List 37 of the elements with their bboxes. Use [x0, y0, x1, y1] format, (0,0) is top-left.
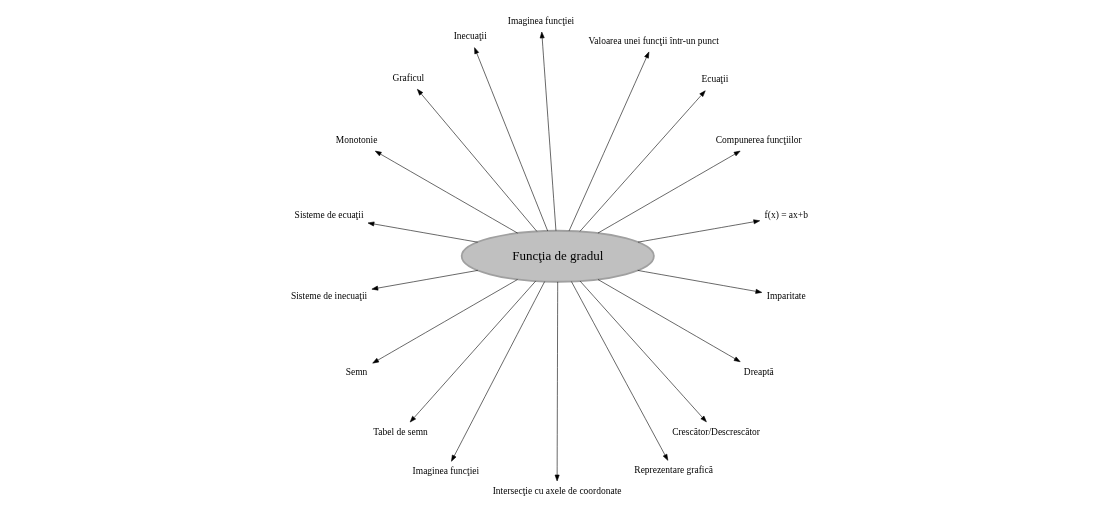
arrow — [417, 89, 538, 232]
arrow — [539, 31, 557, 231]
node-text: Imparitate — [766, 290, 806, 301]
node-ellipse: Funcţia de gradul — [460, 229, 655, 283]
arrow — [597, 150, 741, 234]
arrow — [597, 279, 741, 362]
arrow — [579, 90, 706, 232]
node-text: Sisteme de ecuaţii — [294, 210, 364, 221]
arrow — [571, 281, 669, 461]
node-text: Compunerea funcţiilor — [715, 134, 802, 145]
arrow — [375, 150, 518, 234]
arrow — [568, 51, 650, 232]
arrow — [554, 281, 560, 482]
node-text: Graficul — [392, 72, 425, 83]
arrow — [371, 270, 479, 291]
node-text: Dreaptă — [743, 366, 774, 377]
arrow — [372, 279, 518, 364]
node-text: Tabel de semn — [373, 427, 428, 438]
arrow — [579, 280, 707, 423]
node-text: Intersecţie cu axele de coordonate — [492, 485, 622, 496]
arrow — [409, 280, 536, 423]
node-text: Imaginea funcţiei — [507, 15, 575, 26]
arrow — [637, 219, 760, 243]
node-text: Semn — [345, 366, 368, 377]
node-text: f(x) = ax+b — [764, 210, 808, 221]
node-text: Valoarea unei funcţii într-un punct — [588, 35, 719, 46]
arrow — [367, 221, 478, 243]
node-text: Crescător/Descrescător — [672, 426, 760, 437]
node-text: Reprezentare grafică — [634, 465, 713, 476]
node-text: Imaginea funcţiei — [412, 466, 480, 477]
node-text: Sisteme de inecuaţii — [290, 290, 368, 301]
node-text: Ecuaţii — [701, 74, 729, 85]
node-text: Inecuaţii — [453, 31, 487, 42]
arrow — [451, 281, 545, 462]
arrow — [637, 270, 763, 294]
arrow — [474, 47, 548, 232]
node-text: Monotonie — [335, 134, 378, 145]
